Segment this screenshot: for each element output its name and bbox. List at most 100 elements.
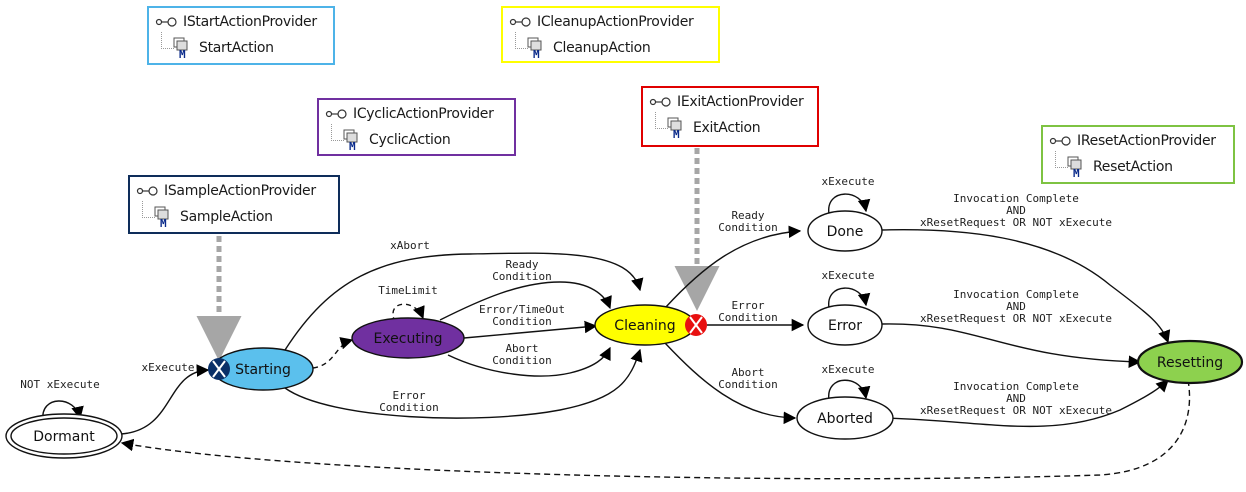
edge-starting-cleaning-xabort: [284, 252, 644, 351]
state-done-label: Done: [827, 224, 864, 240]
edge-done-self: [828, 193, 871, 215]
method-icon: M: [1067, 156, 1082, 178]
exit-action-provider-box: IExitActionProvider M ExitAction: [641, 86, 819, 147]
state-aborted: Aborted: [796, 396, 894, 440]
label-clean-ready-1: Ready: [731, 209, 764, 222]
interface-icon: [325, 109, 347, 119]
edge-dormant-self: [42, 400, 84, 421]
label-start-error-2: Condition: [379, 401, 439, 414]
label-exec-abort-1: Abort: [505, 342, 538, 355]
edge-starting-executing: [312, 337, 354, 369]
label-xexecute: xExecute: [142, 361, 195, 374]
interface-name: ISampleActionProvider: [164, 183, 316, 199]
label-error-reset-2: AND: [1006, 300, 1026, 313]
svg-text:M: M: [349, 140, 356, 151]
method-name: SampleAction: [180, 209, 273, 225]
state-cleaning: Cleaning: [594, 304, 696, 346]
state-cleaning-label: Cleaning: [614, 318, 675, 334]
label-error-reset: Invocation Complete AND xResetRequest OR…: [920, 288, 1112, 325]
start-action-provider-box: IStartActionProvider M StartAction: [147, 6, 335, 65]
edge-done-resetting: [881, 229, 1171, 344]
interface-icon: [509, 17, 531, 27]
edge-executing-cleaning-abort: [447, 346, 611, 377]
state-error: Error: [807, 304, 883, 346]
state-executing: Executing: [351, 317, 465, 359]
tree-connector: [655, 112, 668, 129]
edge-resetting-dormant: [120, 379, 1191, 480]
svg-text:M: M: [179, 48, 186, 59]
interface-name: ICleanupActionProvider: [537, 14, 694, 30]
method-icon: M: [667, 117, 682, 139]
svg-text:M: M: [673, 128, 680, 139]
tree-connector: [142, 201, 155, 218]
edge-cleaning-done: [664, 225, 802, 309]
cyclic-action-provider-box: ICyclicActionProvider M CyclicAction: [317, 98, 516, 156]
label-aborted-reset: Invocation Complete AND xResetRequest OR…: [920, 380, 1112, 417]
interface-name: ICyclicActionProvider: [353, 106, 494, 122]
label-start-error-1: Error: [392, 389, 425, 402]
method-icon: M: [343, 129, 358, 151]
edge-aborted-self: [828, 379, 871, 401]
label-done-self: xExecute: [822, 175, 875, 188]
label-clean-error-2: Condition: [718, 311, 778, 324]
state-aborted-label: Aborted: [817, 411, 873, 427]
method-icon: M: [527, 37, 542, 59]
label-done-reset: Invocation Complete AND xResetRequest OR…: [920, 192, 1112, 229]
label-error-self: xExecute: [822, 269, 875, 282]
interface-name: IResetActionProvider: [1077, 133, 1216, 149]
label-aborted-reset-1: Invocation Complete: [953, 380, 1079, 393]
svg-text:M: M: [1073, 167, 1080, 178]
edge-aborted-resetting: [881, 379, 1169, 428]
label-done-reset-1: Invocation Complete: [953, 192, 1079, 205]
label-not-xexecute: NOT xExecute: [20, 378, 99, 391]
label-exec-abort-2: Condition: [492, 354, 552, 367]
interface-icon: [1049, 136, 1071, 146]
method-name: StartAction: [199, 40, 274, 56]
label-clean-error-1: Error: [731, 299, 764, 312]
tree-connector: [515, 32, 528, 49]
edge-error-self: [828, 287, 871, 309]
label-exec-ready-2: Condition: [492, 270, 552, 283]
tree-connector: [1055, 151, 1068, 168]
method-name: ExitAction: [693, 120, 761, 136]
sample-action-provider-box: ISampleActionProvider M SampleAction: [128, 175, 340, 234]
label-exec-error-1: Error/TimeOut: [479, 303, 565, 316]
state-resetting: Resetting: [1136, 339, 1244, 385]
edge-starting-cleaning-error: [284, 348, 643, 419]
reset-action-provider-box: IResetActionProvider M ResetAction: [1041, 125, 1235, 184]
label-aborted-reset-3: xResetRequest OR NOT xExecute: [920, 404, 1112, 417]
edge-executing-cleaning-ready: [439, 281, 612, 321]
starting-entry-hook: [208, 358, 230, 380]
label-clean-abort-1: Abort: [731, 366, 764, 379]
state-dormant-label: Dormant: [33, 429, 95, 445]
method-name: ResetAction: [1093, 159, 1173, 175]
edge-cleaning-aborted: [664, 342, 797, 425]
label-aborted-reset-2: AND: [1006, 392, 1026, 405]
label-clean-ready-2: Condition: [718, 221, 778, 234]
interface-icon: [155, 17, 177, 27]
label-exec-error-2: Condition: [492, 315, 552, 328]
state-error-label: Error: [828, 318, 862, 334]
label-done-reset-2: AND: [1006, 204, 1026, 217]
label-clean-abort-2: Condition: [718, 378, 778, 391]
interface-icon: [649, 97, 671, 107]
edge-dormant-starting: [120, 364, 210, 435]
interface-name: IStartActionProvider: [183, 14, 317, 30]
label-done-reset-3: xResetRequest OR NOT xExecute: [920, 216, 1112, 229]
label-error-reset-3: xResetRequest OR NOT xExecute: [920, 312, 1112, 325]
cleanup-action-provider-box: ICleanupActionProvider M CleanupAction: [501, 6, 720, 63]
edge-executing-cleaning-error: [463, 320, 598, 339]
label-xabort: xAbort: [390, 239, 430, 252]
tree-connector: [161, 32, 174, 49]
cleaning-exit-hook: [685, 314, 707, 336]
state-done: Done: [807, 210, 883, 252]
interface-icon: [136, 186, 158, 196]
method-icon: M: [154, 206, 169, 228]
svg-text:M: M: [160, 217, 167, 228]
label-aborted-self: xExecute: [822, 363, 875, 376]
method-icon: M: [173, 37, 188, 59]
state-executing-label: Executing: [373, 331, 442, 347]
tree-connector: [331, 124, 344, 141]
label-timelimit: TimeLimit: [378, 284, 438, 297]
